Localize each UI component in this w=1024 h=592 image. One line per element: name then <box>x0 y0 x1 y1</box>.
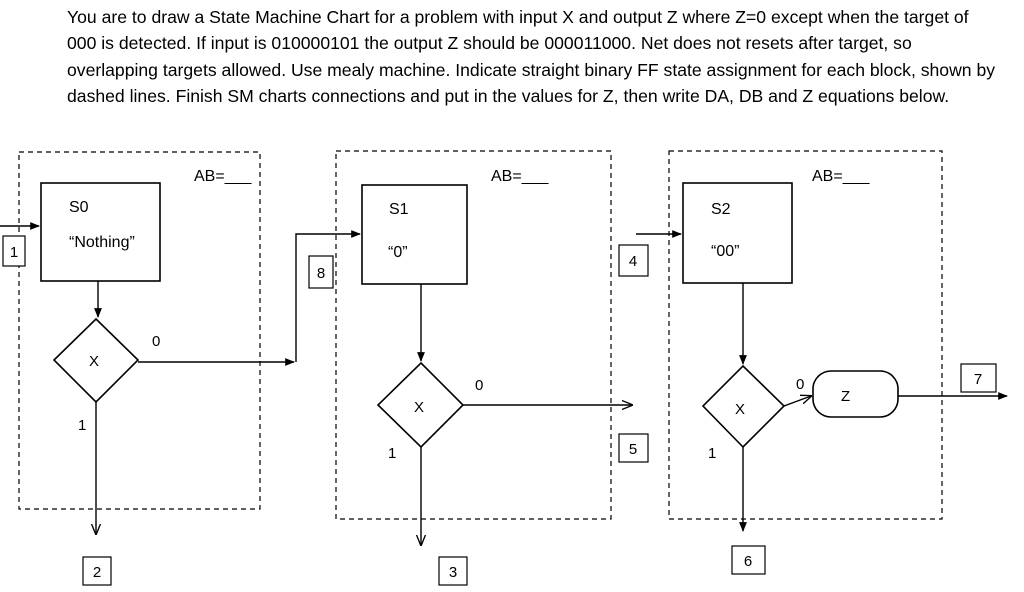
decision-s0-label: X <box>89 353 99 370</box>
state-box-s1 <box>361 184 468 285</box>
decision-s0-zero-label: 0 <box>152 333 160 350</box>
decision-s1-label: X <box>414 399 424 416</box>
block-s0-boundary <box>18 151 261 510</box>
decision-s1-zero-label: 0 <box>475 377 483 394</box>
connector-1: 1 <box>2 235 26 267</box>
block-s1-boundary <box>335 150 612 520</box>
connector-8: 8 <box>308 255 334 289</box>
conditional-output-label: Z <box>841 388 850 405</box>
connectors: 1 2 3 4 5 6 7 8 <box>2 235 997 586</box>
block-s2-ab-label: AB=___ <box>812 168 870 185</box>
svg-text:5: 5 <box>629 441 637 458</box>
block-s1: AB=___ S1 “0” X 0 1 <box>335 150 612 520</box>
state-box-s0 <box>40 182 161 282</box>
svg-text:2: 2 <box>93 564 101 581</box>
connector-2: 2 <box>82 556 112 586</box>
svg-text:7: 7 <box>974 371 982 388</box>
connector-4: 4 <box>618 244 649 277</box>
arrow-connector-8-to-s1 <box>295 230 361 362</box>
svg-text:6: 6 <box>744 553 752 570</box>
decision-s0-one-label: 1 <box>78 417 86 434</box>
decision-s2-one-label: 1 <box>708 445 716 462</box>
decision-s1-one-label: 1 <box>388 445 396 462</box>
svg-text:8: 8 <box>317 265 325 282</box>
connector-6: 6 <box>731 545 766 575</box>
svg-text:4: 4 <box>629 253 637 270</box>
state-s2-output: “00” <box>711 243 739 260</box>
connector-5: 5 <box>618 433 649 463</box>
state-s0-output: “Nothing” <box>69 234 135 251</box>
svg-text:1: 1 <box>10 244 18 261</box>
state-s1-name: S1 <box>389 201 409 218</box>
problem-statement: You are to draw a State Machine Chart fo… <box>67 7 996 107</box>
decision-s2-zero-label: 0 <box>796 376 804 393</box>
decision-s2-label: X <box>735 401 745 418</box>
arrow-s2-zero-to-output <box>783 396 811 407</box>
svg-text:3: 3 <box>449 564 457 581</box>
state-s2-name: S2 <box>711 201 731 218</box>
state-s1-output: “0” <box>388 244 408 261</box>
state-s0-name: S0 <box>69 199 89 216</box>
state-box-s2 <box>682 182 793 284</box>
connector-7: 7 <box>960 363 997 393</box>
block-s2-boundary <box>668 150 943 520</box>
flow-lines <box>0 222 1008 545</box>
block-s2: AB=___ S2 “00” X 0 1 Z <box>668 150 943 520</box>
conditional-output-box <box>812 370 899 418</box>
block-s0-ab-label: AB=___ <box>194 168 252 185</box>
block-s0: AB=___ S0 “Nothing” X 0 1 <box>18 151 261 510</box>
block-s1-ab-label: AB=___ <box>491 168 549 185</box>
connector-3: 3 <box>438 556 468 586</box>
